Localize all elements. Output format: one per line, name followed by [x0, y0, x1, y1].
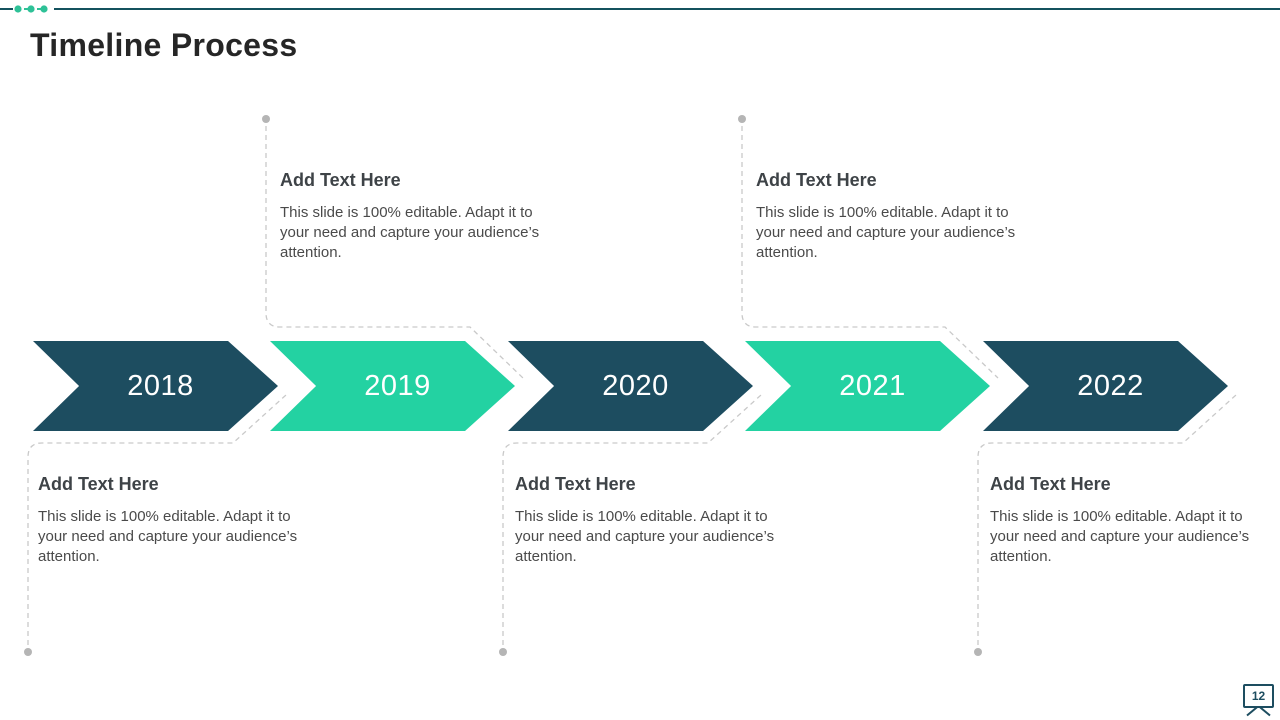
- text-block-body: This slide is 100% editable. Adapt it to…: [515, 508, 775, 565]
- timeline-arrow-2021[interactable]: 2021: [745, 341, 990, 431]
- timeline-arrow-2020[interactable]: 2020: [508, 341, 753, 431]
- text-block-2022[interactable]: Add Text Here This slide is 100% editabl…: [990, 474, 1262, 567]
- year-label: 2022: [1077, 369, 1144, 402]
- year-label: 2020: [602, 369, 669, 402]
- year-label: 2018: [127, 369, 194, 402]
- text-block-2019[interactable]: Add Text Here This slide is 100% editabl…: [280, 170, 552, 263]
- accent-dot-icon: [27, 5, 35, 13]
- text-block-heading: Add Text Here: [38, 474, 159, 494]
- accent-dot-icon: [40, 5, 48, 13]
- year-label: 2021: [839, 369, 906, 402]
- connector-dot-icon: [974, 648, 982, 656]
- connector-dot-icon: [738, 115, 746, 123]
- text-block-2020[interactable]: Add Text Here This slide is 100% editabl…: [515, 474, 787, 567]
- page-number-badge: 12: [1243, 684, 1274, 708]
- text-block-body: This slide is 100% editable. Adapt it to…: [280, 204, 540, 261]
- year-label: 2019: [364, 369, 431, 402]
- timeline-arrow-2022[interactable]: 2022: [983, 341, 1228, 431]
- timeline-arrow-2018[interactable]: 2018: [33, 341, 278, 431]
- connector-dot-icon: [24, 648, 32, 656]
- text-block-body: This slide is 100% editable. Adapt it to…: [990, 508, 1250, 565]
- text-block-2021[interactable]: Add Text Here This slide is 100% editabl…: [756, 170, 1028, 263]
- timeline-arrow-2019[interactable]: 2019: [270, 341, 515, 431]
- connector-dot-icon: [262, 115, 270, 123]
- text-block-body: This slide is 100% editable. Adapt it to…: [38, 508, 298, 565]
- top-decoration-rule: [0, 5, 1280, 13]
- text-block-body: This slide is 100% editable. Adapt it to…: [756, 204, 1016, 261]
- accent-dot-icon: [14, 5, 22, 13]
- connector-dot-icon: [499, 648, 507, 656]
- text-block-2018[interactable]: Add Text Here This slide is 100% editabl…: [38, 474, 310, 567]
- flipchart-legs-icon: [1246, 706, 1271, 717]
- page-title: Timeline Process: [30, 27, 298, 63]
- text-block-heading: Add Text Here: [280, 170, 401, 190]
- text-block-heading: Add Text Here: [990, 474, 1111, 494]
- text-block-heading: Add Text Here: [515, 474, 636, 494]
- text-block-heading: Add Text Here: [756, 170, 877, 190]
